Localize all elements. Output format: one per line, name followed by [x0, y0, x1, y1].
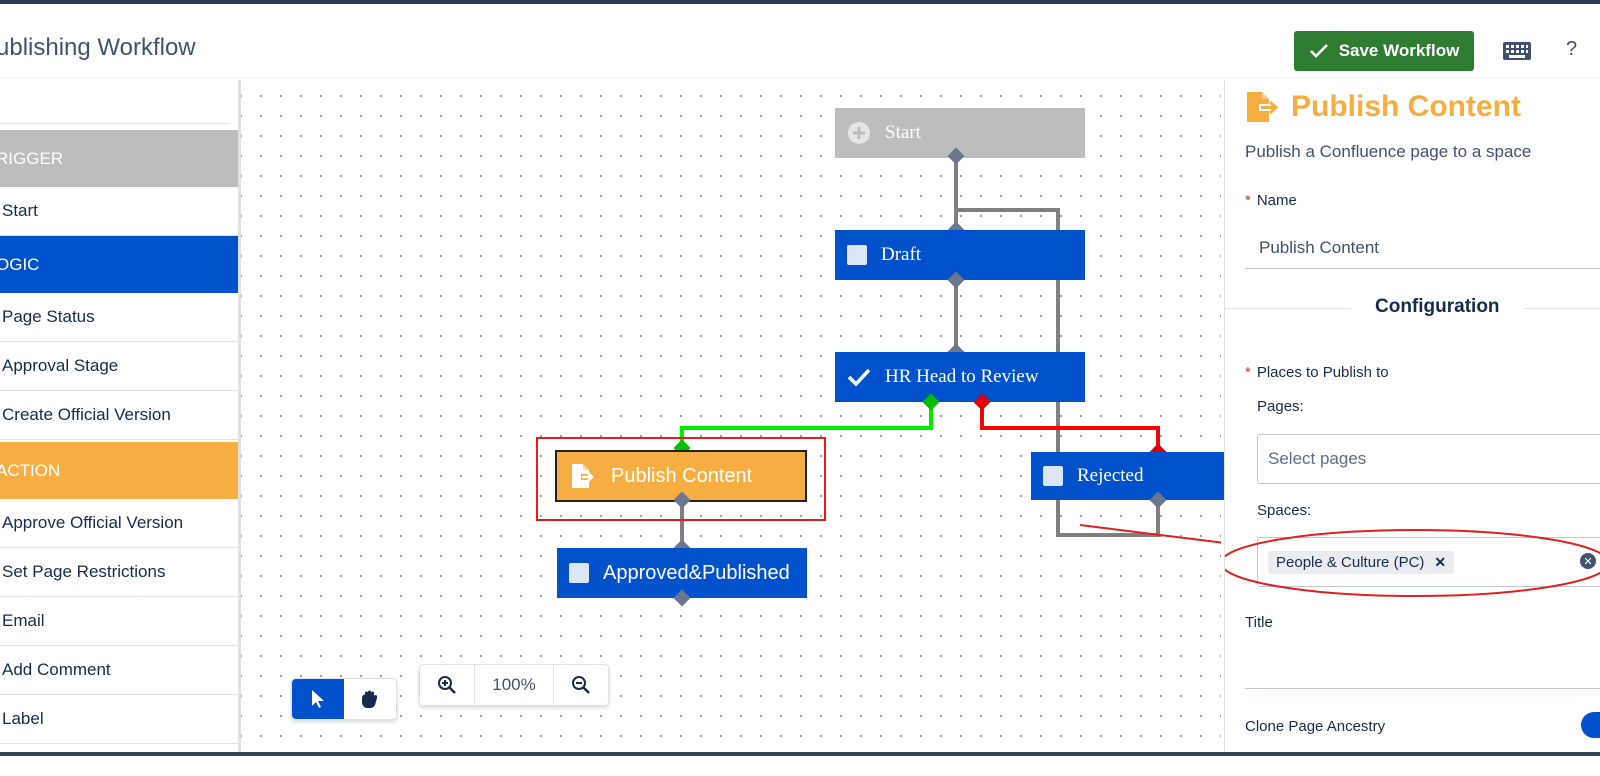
palette-item-set-page-restrictions[interactable]: Set Page Restrictions [0, 548, 238, 597]
palette-category-action: ACTION [0, 442, 238, 499]
clone-ancestry-toggle[interactable] [1581, 712, 1600, 738]
zoom-in-icon [438, 676, 456, 694]
node-label: Approved&Published [603, 561, 790, 584]
save-workflow-label: Save Workflow [1338, 41, 1460, 60]
highlight-ellipse [1225, 529, 1600, 597]
zoom-level: 100% [492, 675, 536, 694]
palette-divider [0, 123, 230, 124]
bottom-strip [0, 752, 1600, 776]
clear-all-icon[interactable]: ✕ [1580, 553, 1596, 569]
palette-item-label: Start [2, 201, 38, 220]
palette-item-label: Email [2, 611, 45, 630]
node-label: Publish Content [611, 464, 753, 487]
palette-item-label-text: Label [2, 709, 44, 728]
category-label: OGIC [0, 254, 40, 274]
node-label: HR Head to Review [885, 366, 1039, 387]
zoom-controls: 100% [419, 664, 609, 706]
node-draft[interactable]: Draft [835, 230, 1085, 280]
hand-icon [362, 690, 378, 708]
palette-item-label: Add Comment [2, 660, 111, 679]
publish-document-icon [569, 462, 597, 490]
zoom-out-icon [572, 676, 590, 694]
status-square-icon [569, 563, 589, 583]
palette-item-label: Page Status [2, 307, 95, 326]
selection-highlight [536, 437, 826, 521]
header-divider [0, 77, 1600, 78]
node-label: Draft [881, 244, 922, 265]
check-icon [847, 367, 871, 387]
palette-item-label: Approval Stage [2, 356, 119, 375]
palette-item-label: Create Official Version [2, 405, 171, 424]
status-square-icon [847, 245, 867, 265]
palette-item-approve-official-version[interactable]: Approve Official Version [0, 499, 238, 548]
category-label: RIGGER [0, 148, 64, 168]
title-label: Title [1245, 614, 1273, 631]
name-field-label: *Name [1245, 192, 1297, 209]
page-title: ublishing Workflow [0, 34, 196, 61]
title-input[interactable] [1245, 688, 1600, 689]
workflow-canvas[interactable]: Start Draft HR Head to Review Publish Co… [241, 80, 1281, 752]
plus-circle-icon [847, 121, 871, 145]
panel-description: Publish a Confluence page to a space [1245, 142, 1532, 161]
arrow-line [1079, 524, 1221, 544]
space-tag-label: People & Culture (PC) [1276, 553, 1425, 571]
properties-panel: Publish Content Publish a Confluence pag… [1224, 80, 1600, 752]
palette-item-add-comment[interactable]: Add Comment [0, 646, 238, 695]
places-label-text: Places to Publish to [1256, 364, 1389, 381]
tool-switcher [291, 678, 397, 720]
pan-tool-button[interactable] [344, 679, 396, 719]
publish-document-icon [1247, 92, 1279, 122]
palette-item-approval-stage[interactable]: Approval Stage [0, 342, 238, 391]
node-label: Start [885, 122, 921, 143]
save-workflow-button[interactable]: Save Workflow [1294, 31, 1474, 71]
top-strip [0, 0, 1600, 4]
category-label: ACTION [0, 460, 61, 480]
zoom-out-button[interactable] [553, 665, 608, 705]
zoom-in-button[interactable] [420, 665, 475, 705]
node-label: Rejected [1077, 465, 1144, 486]
space-tag: People & Culture (PC) ✕ [1268, 550, 1455, 574]
palette-item-create-official-version[interactable]: Create Official Version [0, 391, 238, 440]
spaces-select[interactable]: People & Culture (PC) ✕ ✕ [1257, 537, 1600, 587]
pages-select[interactable]: Select pages [1257, 434, 1600, 484]
palette-item-label: Approve Official Version [2, 513, 184, 532]
configuration-heading: Configuration [1351, 296, 1524, 318]
name-input-value: Publish Content [1259, 238, 1380, 257]
node-hr-head-review[interactable]: HR Head to Review [835, 352, 1085, 402]
node-palette: RIGGER Start OGIC Page Status Approval S… [0, 80, 241, 752]
connection-lines [680, 156, 1221, 548]
spaces-label: Spaces: [1257, 502, 1312, 519]
palette-item-label: Set Page Restrictions [2, 562, 166, 581]
name-label-text: Name [1256, 192, 1297, 209]
help-icon[interactable]: ? [1566, 38, 1578, 60]
line-rejected-loop [956, 208, 1160, 537]
name-input[interactable]: Publish Content [1245, 228, 1600, 269]
palette-category-trigger: RIGGER [0, 130, 238, 187]
keyboard-icon[interactable] [1502, 39, 1532, 63]
palette-item-email[interactable]: Email [0, 597, 238, 646]
clone-ancestry-label: Clone Page Ancestry [1245, 718, 1386, 735]
pointer-tool-button[interactable] [292, 679, 344, 719]
palette-item-page-status[interactable]: Page Status [0, 293, 238, 342]
pages-label: Pages: [1257, 398, 1304, 415]
remove-tag-icon[interactable]: ✕ [1434, 553, 1447, 570]
node-start[interactable]: Start [835, 108, 1085, 158]
cursor-icon [312, 690, 324, 708]
check-icon [1309, 44, 1328, 58]
panel-title-text: Publish Content [1291, 90, 1521, 123]
pages-placeholder: Select pages [1268, 449, 1367, 468]
places-field-label: *Places to Publish to [1245, 364, 1389, 381]
palette-item-start[interactable]: Start [0, 187, 238, 236]
palette-item-label[interactable]: Label [0, 695, 238, 744]
palette-category-logic: OGIC [0, 236, 238, 293]
line-reject [980, 402, 1160, 452]
status-square-icon [1043, 466, 1063, 486]
panel-title: Publish Content [1245, 90, 1521, 124]
